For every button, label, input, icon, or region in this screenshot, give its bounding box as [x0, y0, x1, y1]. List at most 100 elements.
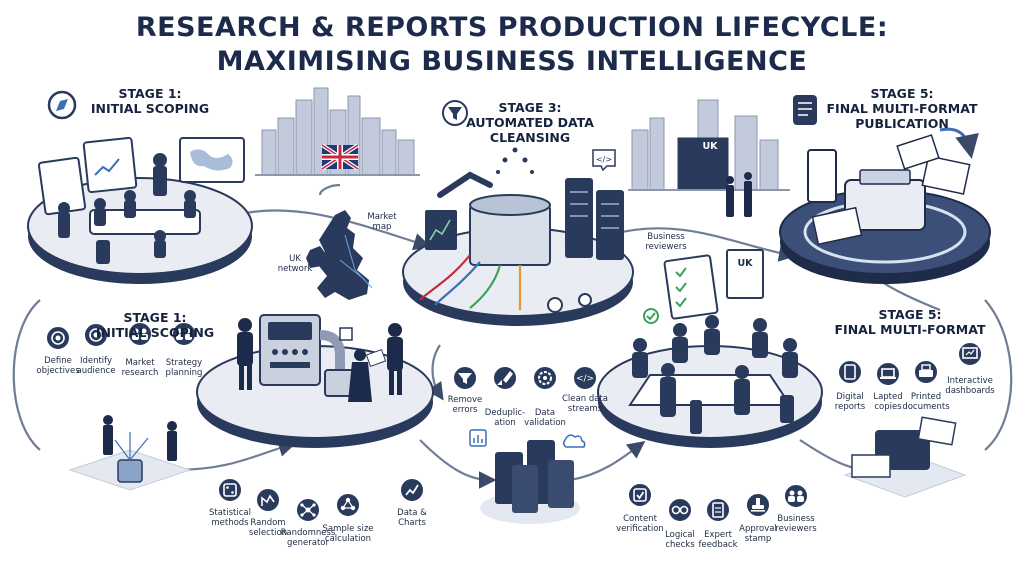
uk-building-label: UK — [702, 141, 718, 152]
stage-heading-line: FINAL MULTI-FORMAT — [826, 101, 978, 116]
server-stack — [480, 440, 580, 524]
step-label-line: selection — [248, 528, 288, 538]
stage-heading-line: PUBLICATION — [855, 116, 949, 131]
svg-text:</>: </> — [576, 374, 594, 384]
network-icon — [295, 497, 321, 523]
label-line: reviewers — [645, 242, 687, 252]
flow-curve-top — [318, 183, 341, 196]
step-label-line: Data — [534, 408, 556, 418]
sampling-hub — [68, 415, 192, 491]
tablet-icon — [837, 359, 863, 385]
uk-flag-icon — [320, 143, 360, 171]
dice-icon — [217, 477, 243, 503]
step-label-line: validation — [524, 418, 566, 428]
stage-heading-line: CLEANSING — [489, 130, 571, 145]
funnel-header-icon — [442, 100, 468, 126]
code-bubble-icon: </> — [592, 149, 616, 172]
step-label-line: Lapted — [873, 392, 903, 402]
step-label-line: stamp — [744, 534, 772, 544]
code-icon: </> — [572, 365, 598, 391]
step-label-line: reports — [834, 402, 866, 412]
market-map-label: Market map — [362, 212, 402, 232]
step-label-line: Define — [44, 356, 72, 366]
step-label-line: streams — [567, 404, 603, 414]
step-label-line: Business — [777, 514, 815, 524]
step-label-line: Remove — [447, 395, 483, 405]
platform-stage5-top — [779, 127, 991, 284]
flow-arrow-7 — [426, 344, 444, 401]
target-icon — [45, 325, 71, 351]
flow-arrow-3 — [174, 439, 297, 472]
label-line: network — [277, 264, 313, 274]
step-label-line: errors — [452, 405, 478, 415]
stage-heading-line: STAGE 5: — [878, 307, 942, 322]
stage-heading-line: FINAL MULTI-FORMAT — [834, 322, 986, 337]
stage-heading-mid-right: STAGE 5: FINAL MULTI-FORMAT — [825, 307, 995, 337]
step-label-line: Deduplic- — [484, 408, 526, 418]
step-label-line: Printed — [910, 392, 942, 402]
uk-document-label: UK — [737, 258, 753, 269]
step-label-line: Expert — [704, 530, 732, 540]
city-figures — [726, 172, 752, 217]
stage-heading-line: STAGE 5: — [870, 86, 934, 101]
checkbox-icon — [627, 482, 653, 508]
funnel-icon — [452, 365, 478, 391]
step-label-line: Charts — [398, 518, 426, 528]
platform-review — [597, 249, 823, 448]
people-icon — [127, 321, 153, 347]
stage-heading-top-right: STAGE 5: FINAL MULTI-FORMAT PUBLICATION — [812, 86, 992, 131]
step-label-line: calculation — [324, 534, 372, 544]
label-line: UK — [289, 254, 301, 264]
gear-check-icon — [532, 365, 558, 391]
step-label-line: Strategy — [165, 358, 203, 368]
document-header-icon — [793, 95, 817, 125]
step-label-line: Random — [250, 518, 286, 528]
title-line-1: RESEARCH & REPORTS PRODUCTION LIFECYCLE: — [135, 12, 889, 43]
step-label-line: Logical — [665, 530, 695, 540]
svg-text:</>: </> — [596, 155, 612, 164]
step-label-line: Randomness — [280, 528, 336, 538]
step-label-line: methods — [211, 518, 249, 528]
stamp-icon — [745, 492, 771, 518]
step-label-line: Data & — [397, 508, 427, 518]
group-icon — [783, 483, 809, 509]
business-reviewers-label: Business reviewers — [636, 232, 696, 252]
platform-stage3-top — [402, 147, 634, 326]
step-label-line: checks — [665, 540, 695, 550]
chart-icon — [399, 477, 425, 503]
stage-heading-line: STAGE 1: — [123, 310, 187, 325]
nodes-icon — [335, 492, 361, 518]
flow-curve-left — [12, 299, 41, 451]
step-label-line: Interactive — [947, 376, 993, 386]
glasses-icon — [667, 497, 693, 523]
step-label-line: Clean data — [562, 394, 608, 404]
stage-heading-mid-left: STAGE 1: INITIAL SCOPING — [80, 310, 230, 340]
flow-arrow-1 — [234, 209, 432, 251]
step-label-line: Approval — [739, 524, 777, 534]
step-label-line: ation — [494, 418, 516, 428]
flow-arrow-4 — [419, 439, 497, 489]
printer-icon — [913, 359, 939, 385]
stage-heading-line: INITIAL SCOPING — [95, 325, 215, 340]
flow-arrow-5 — [569, 441, 646, 482]
